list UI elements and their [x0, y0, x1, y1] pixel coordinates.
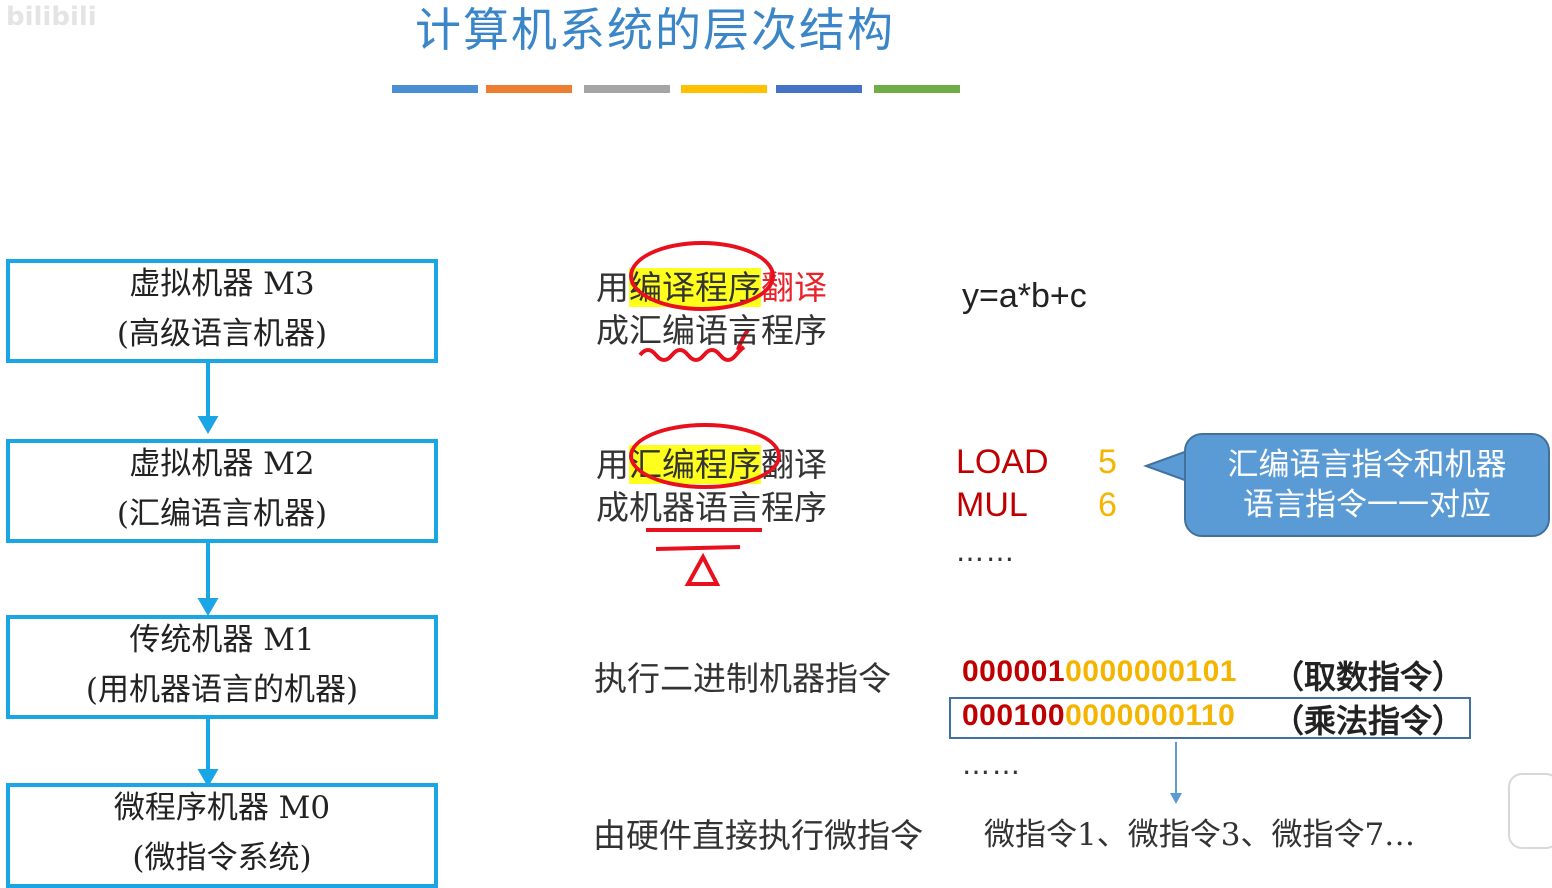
- red-wave-underline: [638, 345, 746, 362]
- level-name: 虚拟机器 M3: [129, 266, 315, 302]
- color-bar-segment: [776, 85, 862, 93]
- level-box-m3: 虚拟机器 M3 (高级语言机器): [6, 259, 438, 363]
- level-desc: (微指令系统): [132, 840, 312, 876]
- color-bar-segment: [874, 85, 960, 93]
- step-execute-binary: 执行二进制机器指令: [594, 659, 891, 698]
- asm-opcode: MUL: [956, 486, 1028, 524]
- machine-ellipsis: ……: [962, 748, 1022, 781]
- address-bits: 0000000110: [1065, 699, 1236, 732]
- level-desc: (汇编语言机器): [116, 496, 328, 532]
- asm-operand: 5: [1098, 443, 1117, 481]
- color-bar-segment: [486, 85, 572, 93]
- opcode-bits: 000001: [962, 655, 1066, 688]
- micro-instructions: 微指令1、微指令3、微指令7…: [984, 817, 1416, 853]
- address-bits: 0000000101: [1065, 655, 1237, 688]
- instruction-note: （乘法指令）: [1272, 702, 1465, 740]
- step-execute-micro: 由硬件直接执行微指令: [593, 816, 923, 855]
- color-bar-segment: [392, 85, 478, 93]
- asm-ellipsis: ……: [956, 535, 1016, 568]
- step-prefix: 用: [596, 445, 629, 484]
- red-tick-mark: [736, 328, 750, 351]
- color-bar-segment: [681, 85, 767, 93]
- callout-bubble: 汇编语言指令和机器 语言指令一一对应: [1184, 433, 1550, 537]
- level-name: 虚拟机器 M2: [129, 446, 315, 482]
- arrow-down-icon: [197, 598, 219, 616]
- opcode-bits: 000100: [962, 699, 1066, 732]
- level-name: 传统机器 M1: [129, 622, 315, 658]
- machine-row: 0001000000000110: [962, 699, 1235, 733]
- red-underline-short: [655, 545, 741, 551]
- level-name: 微程序机器 M0: [113, 790, 331, 826]
- level-box-m2: 虚拟机器 M2 (汇编语言机器): [6, 439, 438, 543]
- asm-opcode: LOAD: [956, 443, 1049, 481]
- level-box-m1: 传统机器 M1 (用机器语言的机器): [6, 615, 438, 719]
- instruction-note: （取数指令）: [1272, 658, 1465, 696]
- red-circle-annotation: [629, 423, 781, 489]
- callout-line: 语言指令一一对应: [1243, 487, 1491, 523]
- slide-title: 计算机系统的层次结构: [415, 3, 895, 57]
- level-box-m0: 微程序机器 M0 (微指令系统): [6, 783, 438, 888]
- red-circle-annotation: [629, 241, 775, 311]
- expression-example: y=a*b+c: [962, 277, 1087, 315]
- level-desc: (高级语言机器): [116, 316, 328, 352]
- step-line2: 成机器语言程序: [596, 488, 827, 527]
- step-prefix: 用: [596, 268, 629, 307]
- asm-operand: 6: [1098, 486, 1117, 524]
- player-control-button[interactable]: [1508, 773, 1552, 849]
- machine-row-highlighted: [949, 697, 1471, 739]
- red-triangle-mark: [684, 552, 721, 586]
- level-desc: (用机器语言的机器): [85, 672, 359, 708]
- arrow-down-icon: [197, 416, 219, 434]
- callout-line: 汇编语言指令和机器: [1227, 447, 1507, 483]
- step-line2: 成汇编语言程序: [596, 311, 827, 350]
- color-bar-segment: [584, 85, 670, 93]
- machine-row: 0000010000000101: [962, 655, 1237, 689]
- arrow-down-icon: [1170, 793, 1182, 804]
- bilibili-watermark: bilibili: [6, 2, 97, 32]
- arrow-down-icon: [197, 769, 219, 787]
